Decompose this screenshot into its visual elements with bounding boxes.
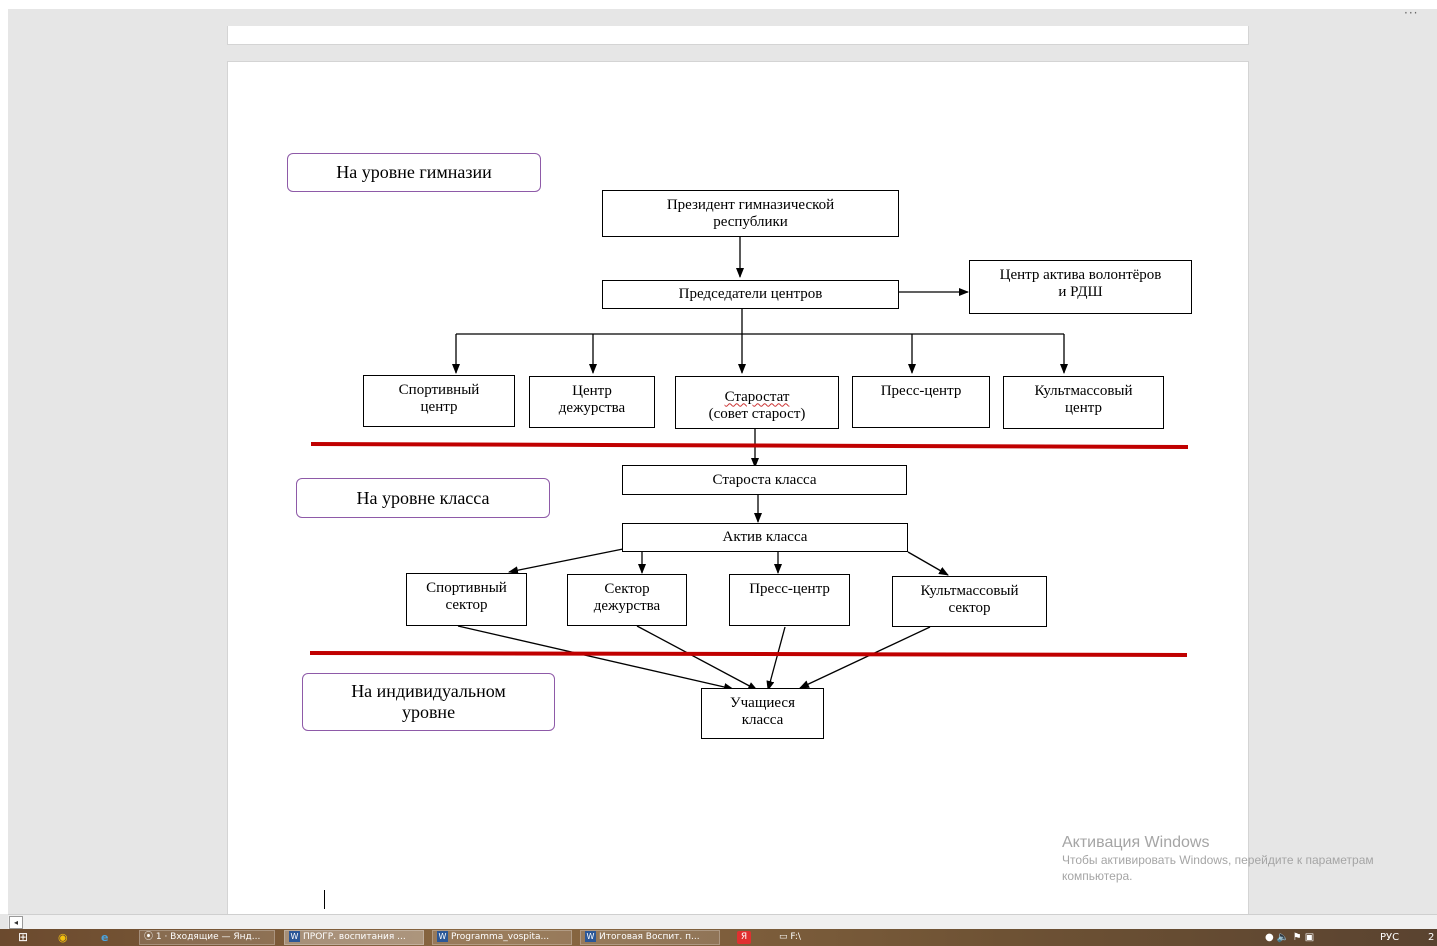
node-duty-center: Центр дежурства [529, 376, 655, 428]
arrow-active-to-sport-sector [508, 548, 624, 575]
start-windows-icon[interactable]: ⊞ [18, 930, 29, 944]
separator-line-upper [310, 442, 1189, 449]
arrow-culture-sector-to-students [799, 626, 931, 689]
level-individual-label: На индивидуальном уровне [302, 673, 555, 731]
node-culture-sector: Культмассовый сектор [892, 576, 1047, 627]
drive-icon: ▭ [779, 932, 791, 942]
yandex-app-icon[interactable]: Я [737, 931, 751, 944]
node-students: Учащиеся класса [701, 688, 824, 739]
tray-icons[interactable]: ● 🔈 ⚑ ▣ [1265, 931, 1314, 944]
level-class-label: На уровне класса [296, 478, 550, 518]
word-icon: W [289, 931, 300, 942]
node-press-center: Пресс-центр [852, 376, 990, 428]
watermark-title: Активация Windows [1062, 834, 1210, 851]
arrow-press-sector-to-students [766, 626, 786, 691]
display-icon[interactable]: ▣ [1304, 932, 1315, 943]
more-options-button[interactable]: ··· [1404, 6, 1419, 20]
tray-language[interactable]: РУС [1380, 932, 1400, 943]
tray-clock[interactable]: 2 [1428, 932, 1435, 943]
node-class-head: Староста класса [622, 465, 907, 495]
volume-icon[interactable]: 🔈 [1276, 932, 1290, 943]
node-class-active: Актив класса [622, 523, 908, 552]
taskbar-task-explorer[interactable]: ▭ F:\ [779, 932, 801, 942]
arrow-sport-sector-to-students [457, 625, 734, 691]
windows-activation-watermark: Активация Windows Чтобы активировать Win… [1062, 834, 1432, 884]
word-icon: W [585, 931, 596, 942]
previous-page-bottom [227, 26, 1249, 45]
arrow-active-to-culture-sector [907, 551, 949, 576]
level-gymnasium-label: На уровне гимназии [287, 153, 541, 192]
node-sport-sector: Спортивный сектор [406, 573, 527, 626]
arrow-duty-sector-to-students [636, 625, 758, 691]
node-press-sector: Пресс-центр [729, 574, 850, 626]
scroll-left-arrow-icon[interactable]: ◂ [9, 916, 23, 929]
node-starostat: Старостат (совет старост) [675, 376, 839, 429]
word-icon: W [437, 931, 448, 942]
chrome-browser-icon[interactable]: ◉ [58, 931, 68, 944]
node-volunteers-center: Центр актива волонтёров и РДШ [969, 260, 1192, 314]
separator-line-lower [309, 651, 1188, 657]
node-chairs: Председатели центров [602, 280, 899, 309]
text-cursor [324, 890, 325, 909]
internet-explorer-icon[interactable]: e [101, 931, 109, 944]
horizontal-scrollbar[interactable]: ◂ [8, 914, 1437, 929]
window-top-strip [0, 0, 1437, 9]
node-duty-sector: Сектор дежурства [567, 574, 687, 626]
network-status-icon[interactable]: ● [1265, 932, 1274, 943]
node-culture-center: Культмассовый центр [1003, 376, 1164, 429]
watermark-text: Чтобы активировать Windows, перейдите к … [1062, 853, 1374, 883]
yandex-browser-icon: ⦿ [144, 932, 156, 942]
node-sport-center: Спортивный центр [363, 375, 515, 427]
window-left-strip [0, 9, 8, 914]
node-president: Президент гимназической республики [602, 190, 899, 237]
taskbar-task-yandex-mail[interactable]: ⦿ 1 · Входящие — Янд... [139, 930, 275, 945]
flag-icon[interactable]: ⚑ [1292, 932, 1302, 943]
